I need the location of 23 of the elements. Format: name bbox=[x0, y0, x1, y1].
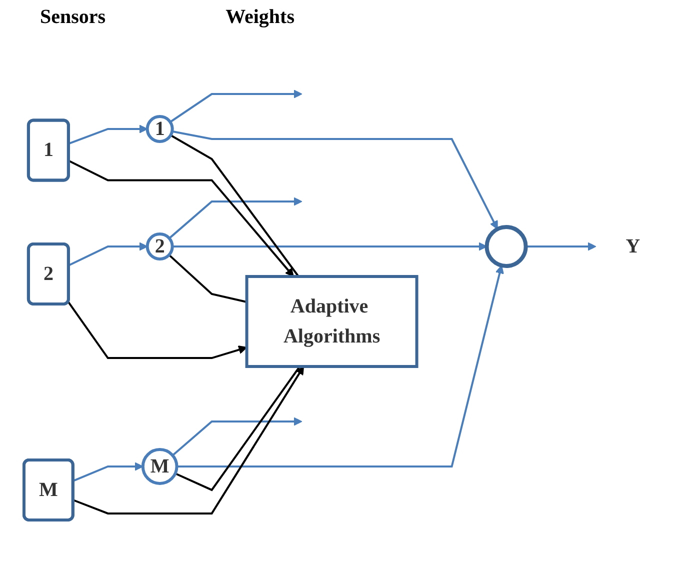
arrow bbox=[68, 300, 248, 359]
arrow bbox=[68, 159, 294, 276]
node-text: Y bbox=[626, 235, 641, 258]
arrow bbox=[172, 130, 498, 230]
node-circle: 1 bbox=[146, 114, 174, 143]
arrow bbox=[68, 124, 148, 144]
connector bbox=[168, 254, 248, 302]
column-heading: Sensors bbox=[40, 6, 106, 29]
arrow bbox=[526, 242, 597, 250]
arrow bbox=[68, 242, 148, 266]
connector bbox=[170, 134, 300, 277]
arrow bbox=[73, 366, 304, 514]
node-circle: 2 bbox=[146, 232, 174, 260]
node-box: Adaptive Algorithms bbox=[246, 274, 419, 368]
arrow bbox=[169, 196, 303, 239]
node-circle: M bbox=[142, 448, 179, 484]
arrow bbox=[73, 462, 144, 482]
arrow bbox=[172, 416, 303, 456]
column-heading: Weights bbox=[226, 6, 294, 29]
node-circle bbox=[485, 224, 528, 268]
arrow bbox=[177, 264, 504, 467]
connector bbox=[175, 365, 301, 491]
arrow bbox=[170, 89, 303, 122]
